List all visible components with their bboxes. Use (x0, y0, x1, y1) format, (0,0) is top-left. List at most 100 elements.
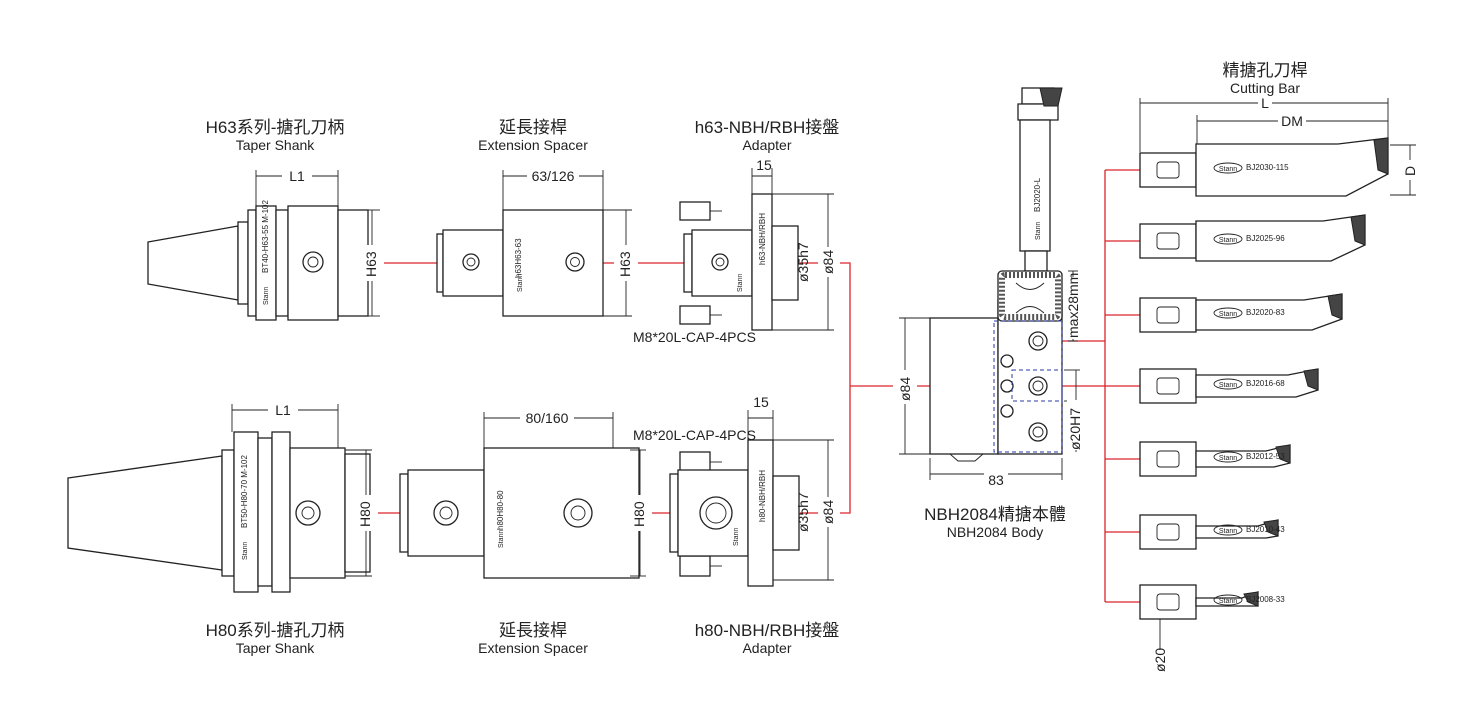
bar-brand-logo (1213, 451, 1243, 463)
bar-brand: Stann (1219, 166, 1237, 173)
bar-brand: Stann (1219, 455, 1237, 462)
h80-adapter-width-dim: 15 (753, 394, 769, 410)
h80-adapter-dia-dim: ø84 (820, 500, 836, 524)
h80-spacer-brand: Stann (498, 530, 505, 548)
bar-insert (1350, 214, 1366, 246)
bar-shank-flat (1156, 306, 1180, 324)
h63-shank-brand: Stann (263, 287, 270, 305)
h80-adapter-screws: M8*20L-CAP-4PCS (633, 427, 756, 443)
h80-shank-title-en: Taper Shank (235, 639, 315, 656)
h63-adapter: h63-NBH/RBH Stann (679, 193, 799, 331)
bar-brand: Stann (1219, 598, 1237, 605)
h80-adapter-title: h80-NBH/RBH接盤 Adapter (682, 621, 852, 656)
bar-insert (1303, 368, 1319, 391)
bar-code: BJ2010-43 (1246, 525, 1285, 534)
h80-shank-l1-dim: L1 (275, 402, 291, 418)
h63-shank-marking: BT40-H63-55 M-102 (261, 200, 270, 273)
h80-shank-dims: L1 H80 (231, 400, 378, 577)
h80-adapter-title-zh: h80-NBH/RBH接盤 (694, 621, 840, 640)
h80-shank-title: H80系列-搪孔刀柄 Taper Shank (180, 621, 370, 656)
body-max-dim: max28mm (1065, 273, 1081, 338)
bar-brand: Stann (1219, 237, 1237, 244)
cutting-bar-BJ2012-53: Stann BJ2012-53 (1139, 441, 1291, 477)
top-bar-brand: Stann (1035, 222, 1042, 240)
h80-spacer-marking: h80H80-80 (496, 490, 505, 530)
h63-adapter-screws: M8*20L-CAP-4PCS (633, 329, 756, 345)
h80-shank-brand: Stann (242, 542, 249, 560)
bar-shank (1139, 514, 1197, 550)
h80-spacer-dims: 80/160 H80 (483, 408, 652, 577)
nbh2084-body (929, 270, 1063, 462)
h80-extension-spacer: h80H80-80 Stann (399, 447, 640, 579)
h63-adapter-title-zh: h63-NBH/RBH接盤 (694, 118, 840, 137)
h63-taper-shank: BT40-H63-55 M-102 Stann (147, 200, 369, 321)
h80-shank-marking: BT50-H80-70 M-102 (240, 455, 249, 528)
cutting-bar-shank-dim: ø20 (1152, 648, 1168, 672)
h63-adapter-marking: h63-NBH/RBH (758, 213, 767, 265)
h63-extension-spacer: h63H63-63 Stann (436, 209, 604, 317)
body-dia-dim: ø84 (897, 377, 913, 401)
bar-shank-flat (1156, 377, 1180, 395)
cutting-bar-title-zh: 精搪孔刀桿 (1222, 61, 1308, 80)
bar-code: BJ2020-83 (1246, 308, 1285, 317)
bar-insert (1275, 444, 1291, 464)
body-length-dim: 83 (988, 472, 1004, 488)
bar-shank (1139, 368, 1197, 404)
bar-shank-flat (1156, 523, 1180, 541)
bar-code: BJ2012-53 (1246, 452, 1285, 461)
h80-adapter-marking: h80-NBH/RBH (758, 470, 767, 522)
h63-spacer-length-dim: 63/126 (532, 168, 575, 184)
h80-shank-h-dim: H80 (357, 501, 373, 527)
bar-insert (1327, 293, 1343, 320)
cutting-bar-l-dim: L (1261, 95, 1269, 111)
h63-spacer-title-zh: 延長接桿 (499, 118, 567, 137)
h80-spacer-h-dim: H80 (631, 501, 647, 527)
h63-spacer-title: 延長接桿 Extension Spacer (453, 118, 613, 153)
h63-adapter-brand: Stann (737, 274, 744, 292)
cutting-bar-BJ2025-96: Stann BJ2025-96 (1139, 214, 1366, 262)
h80-spacer-title-en: Extension Spacer (478, 639, 588, 656)
bar-shank-flat (1156, 593, 1180, 611)
top-bar-bj2020-l: BJ2020-L Stann (1017, 87, 1063, 272)
h63-spacer-marking: h63H63-63 (514, 238, 523, 278)
bar-code: BJ2016-68 (1246, 379, 1285, 388)
bar-insert (1373, 137, 1389, 175)
bar-code: BJ2025-96 (1246, 234, 1285, 243)
h63-shank-h-dim: H63 (363, 251, 379, 277)
bar-brand-logo (1213, 233, 1243, 245)
nbh2084-body-dims: ø84 83 max28mm ø20H7 (893, 270, 1083, 488)
h63-spacer-title-en: Extension Spacer (478, 136, 588, 153)
h80-adapter-title-en: Adapter (742, 639, 792, 656)
body-title-en: NBH2084 Body (946, 523, 1044, 540)
h80-adapter-bore-dim: ø35h7 (795, 492, 811, 532)
cutting-bar-dm-dim: DM (1281, 113, 1303, 129)
bar-brand-logo (1213, 378, 1243, 390)
h63-spacer-dims: 63/126 H63 (502, 166, 638, 317)
body-title-zh: NBH2084精搪本體 (924, 505, 1066, 524)
h63-spacer-brand: Stann (517, 274, 524, 292)
bar-shank (1139, 584, 1197, 620)
bar-shank (1139, 152, 1197, 188)
bar-brand-logo (1213, 594, 1243, 606)
cutting-bar-BJ2016-68: Stann BJ2016-68 (1139, 368, 1319, 404)
h80-adapter: h80-NBH/RBH Stann (669, 439, 800, 587)
cutting-bar-d-dim: D (1402, 166, 1418, 176)
bar-shank (1139, 297, 1197, 333)
bar-insert (1263, 519, 1279, 537)
h63-adapter-bore-dim: ø35h7 (795, 242, 811, 282)
h63-shank-title-en: Taper Shank (235, 136, 315, 153)
h80-shank-title-zh: H80系列-搪孔刀柄 (205, 621, 345, 640)
h63-adapter-dia-dim: ø84 (820, 250, 836, 274)
bar-brand: Stann (1219, 382, 1237, 389)
top-bar-marking: BJ2020-L (1033, 177, 1042, 212)
bar-shank (1139, 441, 1197, 477)
bar-brand-logo (1213, 307, 1243, 319)
h63-adapter-title: h63-NBH/RBH接盤 Adapter (682, 118, 852, 153)
h80-spacer-title: 延長接桿 Extension Spacer (453, 621, 613, 656)
bar-shank-flat (1156, 232, 1180, 250)
